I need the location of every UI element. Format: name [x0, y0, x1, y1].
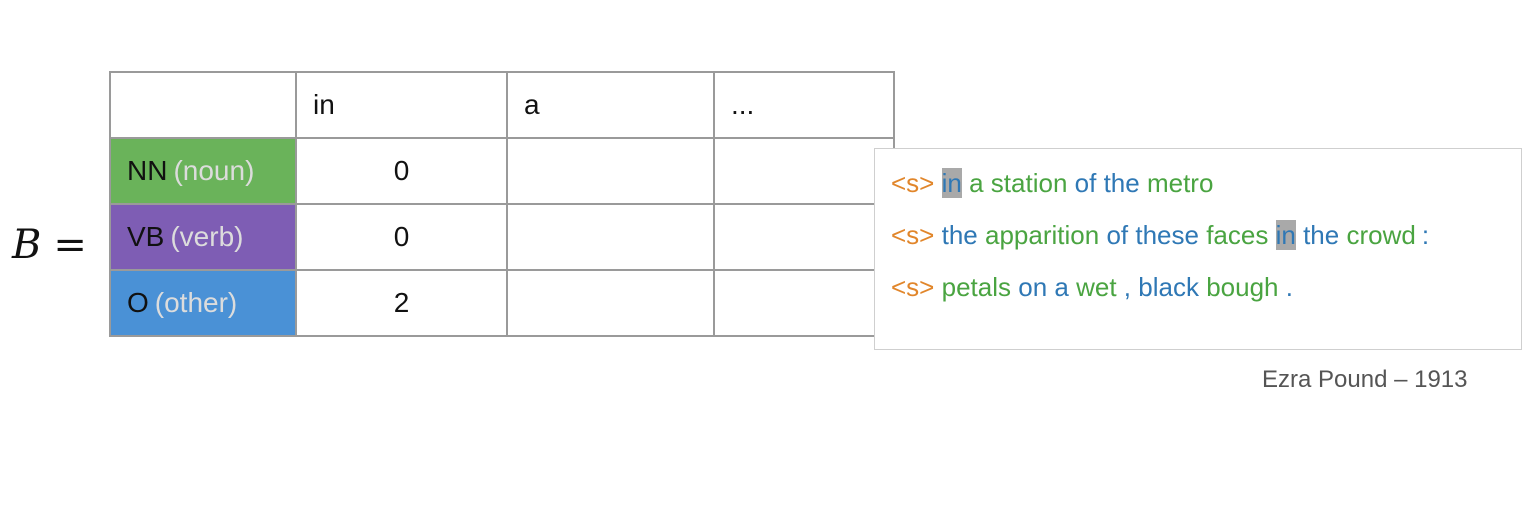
table-row: VB(verb) 0: [109, 203, 895, 271]
word: crowd: [1346, 220, 1416, 250]
cell-vb-ellipsis: [713, 203, 895, 271]
row-tag: VB: [127, 221, 165, 252]
word: of: [1074, 168, 1097, 198]
row-tag: NN: [127, 155, 168, 186]
row-desc: (noun): [173, 155, 255, 186]
word: black: [1138, 272, 1199, 302]
word: faces: [1206, 220, 1269, 250]
corpus-box: <s> in a station of the metro <s> the ap…: [874, 148, 1522, 350]
col-header-in: in: [295, 71, 508, 139]
row-desc: (verb): [170, 221, 244, 252]
matrix-variable: B: [12, 222, 42, 268]
word: bough: [1206, 272, 1279, 302]
row-desc: (other): [154, 287, 238, 318]
word: ,: [1123, 272, 1132, 302]
highlighted-word: in: [941, 168, 962, 198]
word: metro: [1146, 168, 1214, 198]
corpus-line-1: <s> in a station of the metro: [891, 165, 1521, 217]
word: the: [1303, 220, 1340, 250]
word: petals: [941, 272, 1011, 302]
corpus-line-3: <s> petals on a wet , black bough .: [891, 269, 1521, 321]
cell-nn-a: [506, 137, 715, 205]
cell-o-ellipsis: [713, 269, 895, 337]
word: a: [969, 168, 984, 198]
row-header-vb: VB(verb): [109, 203, 297, 271]
word: a: [1054, 272, 1069, 302]
cell-nn-ellipsis: [713, 137, 895, 205]
word: .: [1285, 272, 1293, 302]
word: wet: [1076, 272, 1117, 302]
row-header-o: O(other): [109, 269, 297, 337]
word: station: [990, 168, 1068, 198]
matrix-label: B=: [12, 222, 87, 268]
start-token: <s>: [891, 272, 935, 302]
attribution: Ezra Pound – 1913: [1262, 366, 1468, 393]
cell-o-a: [506, 269, 715, 337]
cell-vb-a: [506, 203, 715, 271]
word: of: [1106, 220, 1129, 250]
word: the: [941, 220, 978, 250]
highlighted-word: in: [1275, 220, 1296, 250]
row-header-nn: NN(noun): [109, 137, 297, 205]
table-row: NN(noun) 0: [109, 137, 895, 205]
cell-vb-in: 0: [295, 203, 508, 271]
word: apparition: [985, 220, 1100, 250]
word: on: [1018, 272, 1048, 302]
cell-o-in: 2: [295, 269, 508, 337]
col-header-a: a: [506, 71, 715, 139]
start-token: <s>: [891, 220, 935, 250]
word: :: [1421, 220, 1430, 250]
corpus-line-2: <s> the apparition of these faces in the…: [891, 217, 1521, 269]
col-header-ellipsis: ...: [713, 71, 895, 139]
emission-matrix-table: in a ... NN(noun) 0 VB(verb) 0 O(other) …: [109, 71, 895, 337]
header-row: in a ...: [109, 71, 895, 139]
corner-cell: [109, 71, 297, 139]
word: the: [1103, 168, 1140, 198]
row-tag: O: [127, 287, 149, 318]
table-row: O(other) 2: [109, 269, 895, 337]
cell-nn-in: 0: [295, 137, 508, 205]
start-token: <s>: [891, 168, 935, 198]
equals-sign: =: [53, 222, 87, 268]
word: these: [1135, 220, 1199, 250]
